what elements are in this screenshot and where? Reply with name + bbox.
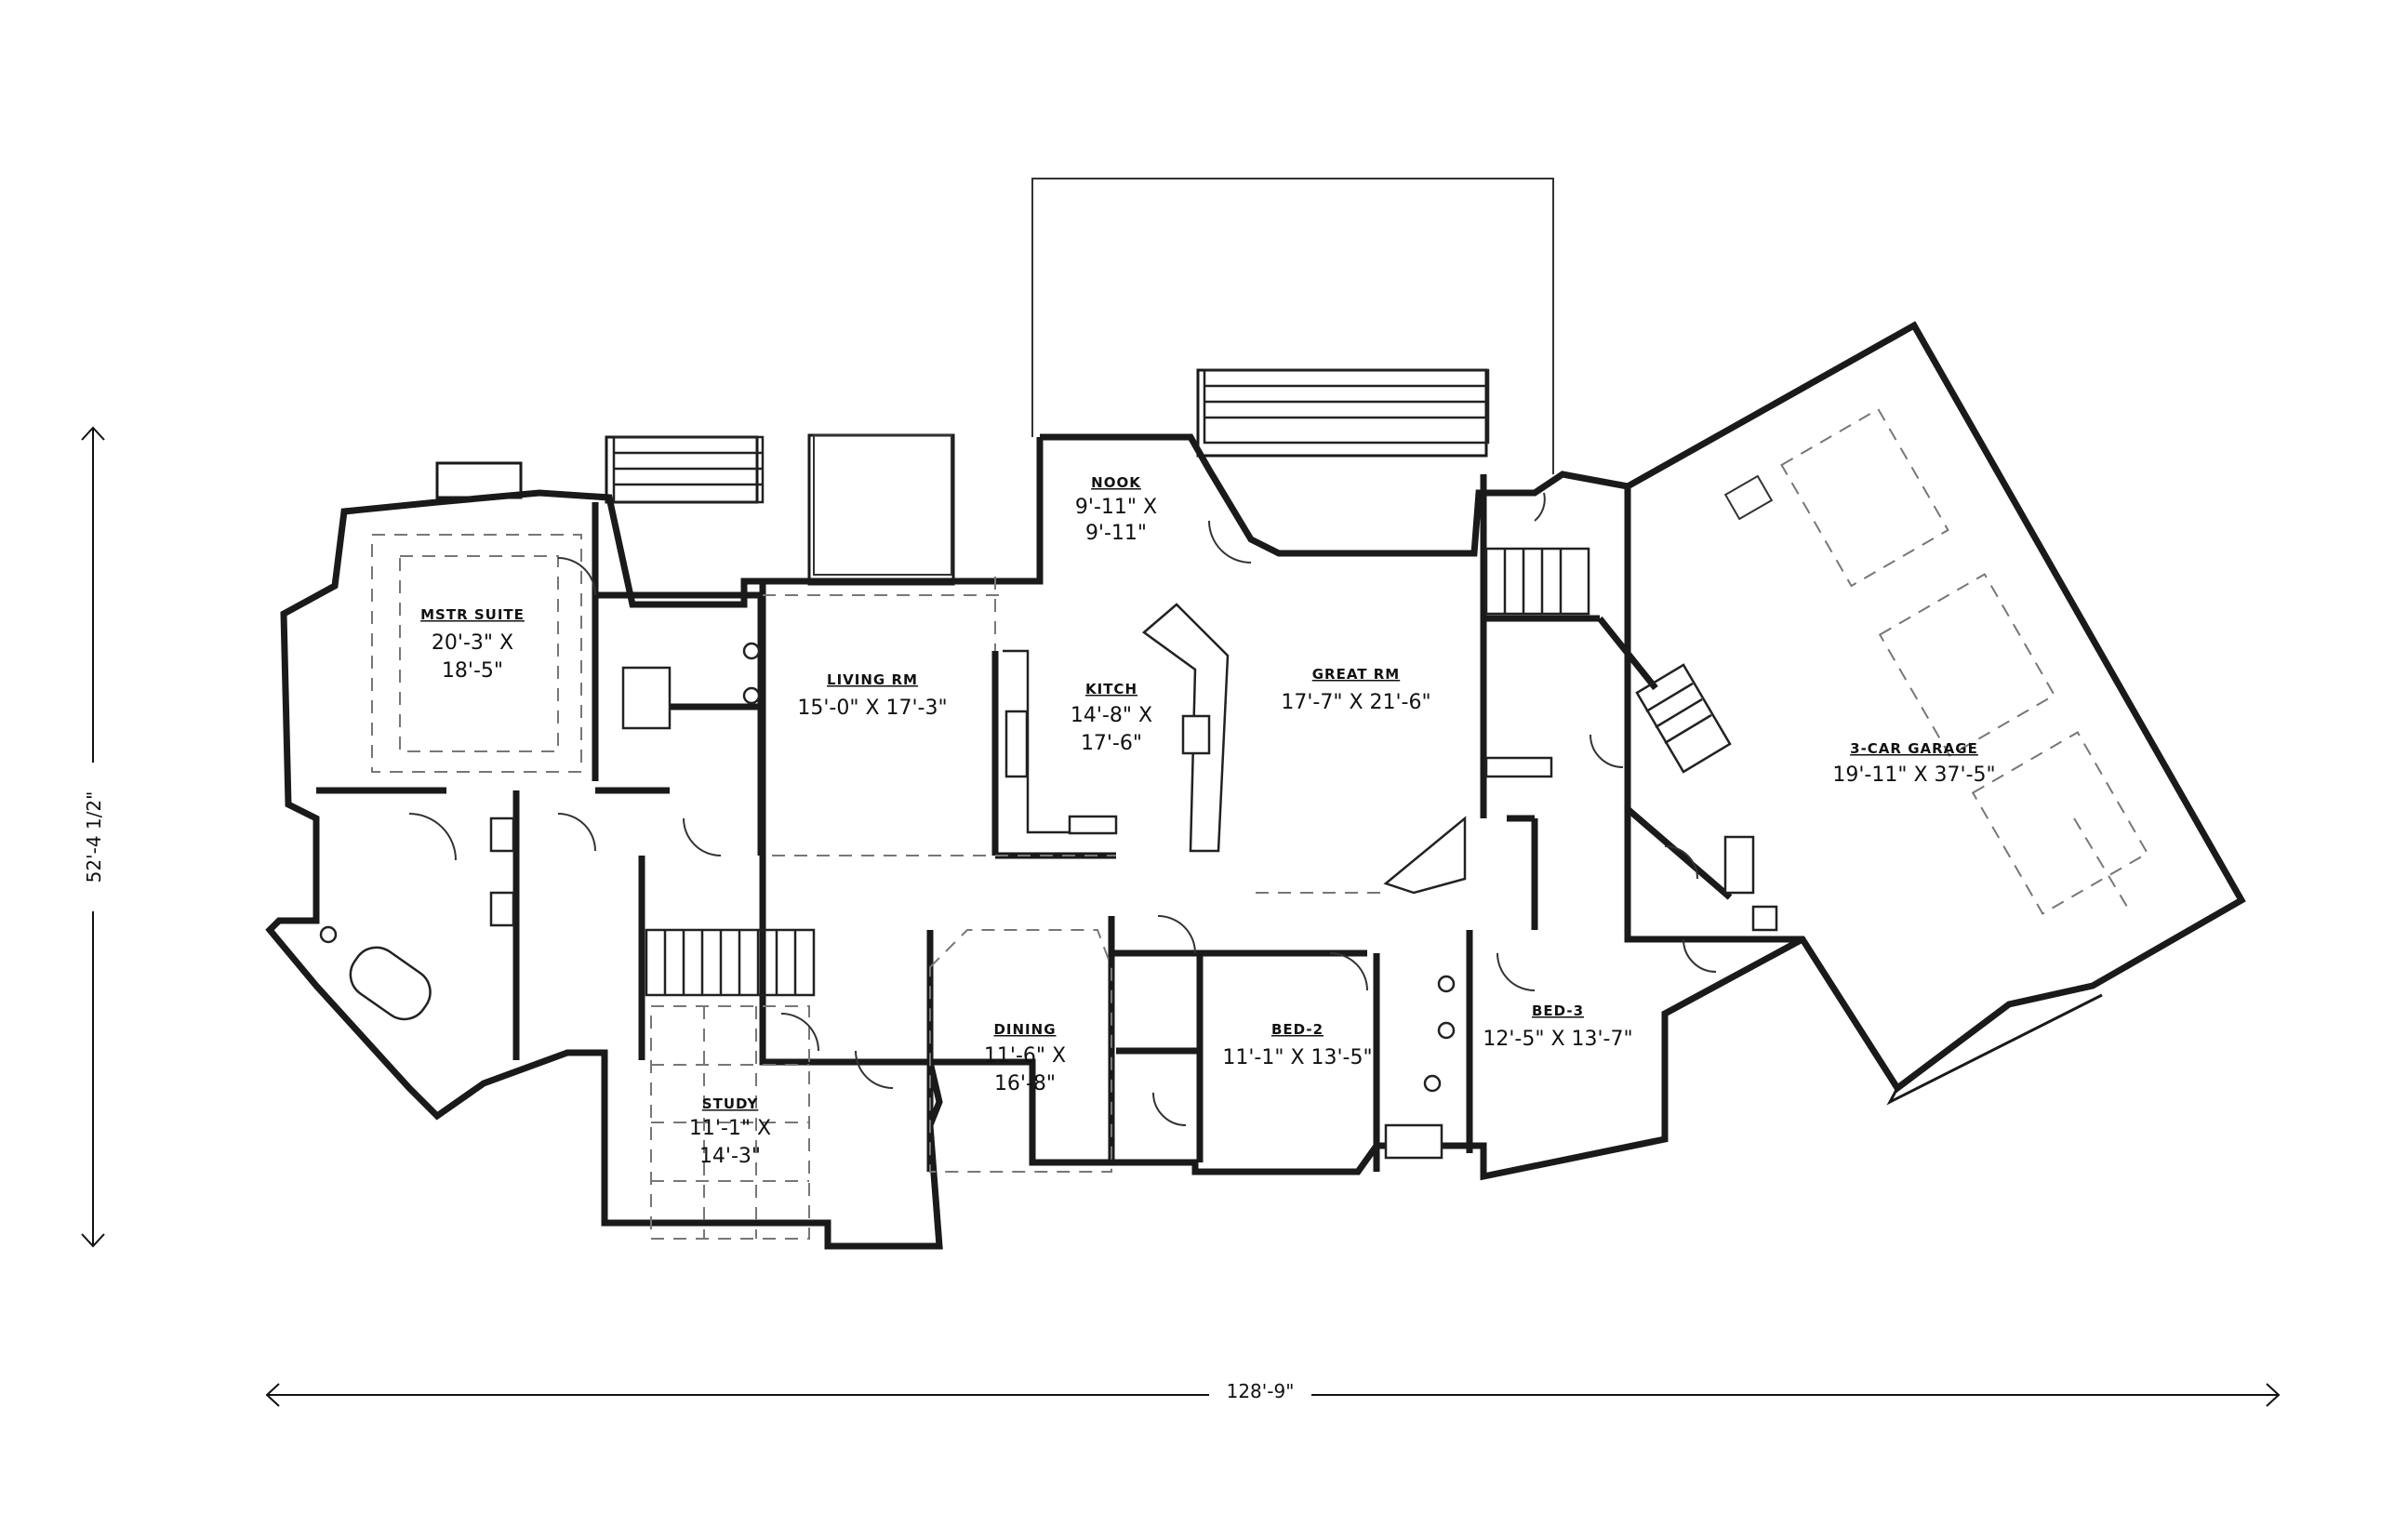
overall-depth-label: 52'-4 1/2"	[83, 791, 105, 883]
room-kitchen-label: KITCH 14'-8" X 17'-6"	[1071, 681, 1152, 755]
room-dimension: 11'-6" X	[984, 1044, 1066, 1068]
room-dimension: 11'-1" X 13'-5"	[1222, 1046, 1372, 1069]
room-title: KITCH	[1085, 681, 1137, 697]
room-bed2-label: BED-2 11'-1" X 13'-5"	[1222, 1021, 1372, 1069]
stairs	[612, 368, 1732, 997]
room-title: NOOK	[1091, 474, 1141, 491]
room-dimension: 20'-3" X	[432, 631, 513, 655]
rear-patio	[1031, 178, 1554, 474]
room-master-label: MSTR SUITE 20'-3" X 18'-5"	[420, 606, 525, 683]
room-study-label: STUDY 11'-1" X 14'-3"	[689, 1095, 771, 1168]
room-title: STUDY	[702, 1095, 759, 1112]
room-dimension: 16'-8"	[994, 1072, 1056, 1095]
room-title: LIVING RM	[827, 671, 918, 688]
garage-walls	[1624, 321, 2246, 1106]
study-ceiling	[650, 1005, 810, 1240]
room-dimension: 11'-1" X	[689, 1117, 771, 1140]
room-title: BED-2	[1271, 1021, 1324, 1038]
room-title: MSTR SUITE	[420, 606, 525, 623]
bath-fixtures	[1384, 835, 1778, 1160]
room-dimension: 9'-11" X	[1075, 496, 1157, 519]
room-title: BED-3	[1532, 1002, 1584, 1019]
great-room-fixtures	[1383, 756, 1553, 895]
dining-ceiling	[763, 577, 1386, 1173]
room-dimension: 17'-7" X 21'-6"	[1281, 691, 1430, 714]
depth-dimension: 52'-4 1/2"	[81, 426, 105, 1248]
room-dimension: 18'-5"	[442, 659, 503, 683]
room-dimension: 19'-11" X 37'-5"	[1832, 763, 1995, 787]
room-dimension: 12'-5" X 13'-7"	[1483, 1028, 1632, 1051]
room-title: 3-CAR GARAGE	[1850, 740, 1978, 757]
room-dining-label: DINING 11'-6" X 16'-8"	[984, 1021, 1066, 1095]
room-dimension: 15'-0" X 17'-3"	[797, 697, 947, 720]
kitchen-fixtures	[1003, 603, 1230, 853]
room-title: DINING	[993, 1021, 1056, 1038]
room-dimension: 17'-6"	[1081, 732, 1142, 755]
room-bed3-label: BED-3 12'-5" X 13'-7"	[1483, 1002, 1632, 1051]
room-garage-label: 3-CAR GARAGE 19'-11" X 37'-5"	[1832, 740, 1995, 787]
doors	[408, 492, 1717, 1126]
room-great-label: GREAT RM 17'-7" X 21'-6"	[1281, 666, 1430, 714]
master-fixtures	[319, 534, 761, 1021]
room-title: GREAT RM	[1312, 666, 1400, 683]
width-dimension: 128'-9"	[265, 1380, 2281, 1407]
room-living-label: LIVING RM 15'-0" X 17'-3"	[797, 671, 947, 720]
room-dimension: 14'-8" X	[1071, 704, 1152, 727]
overall-width-label: 128'-9"	[1227, 1380, 1295, 1402]
room-dimension: 9'-11"	[1085, 522, 1147, 545]
room-nook-label: NOOK 9'-11" X 9'-11"	[1075, 474, 1157, 545]
room-dimension: 14'-3"	[699, 1145, 761, 1168]
